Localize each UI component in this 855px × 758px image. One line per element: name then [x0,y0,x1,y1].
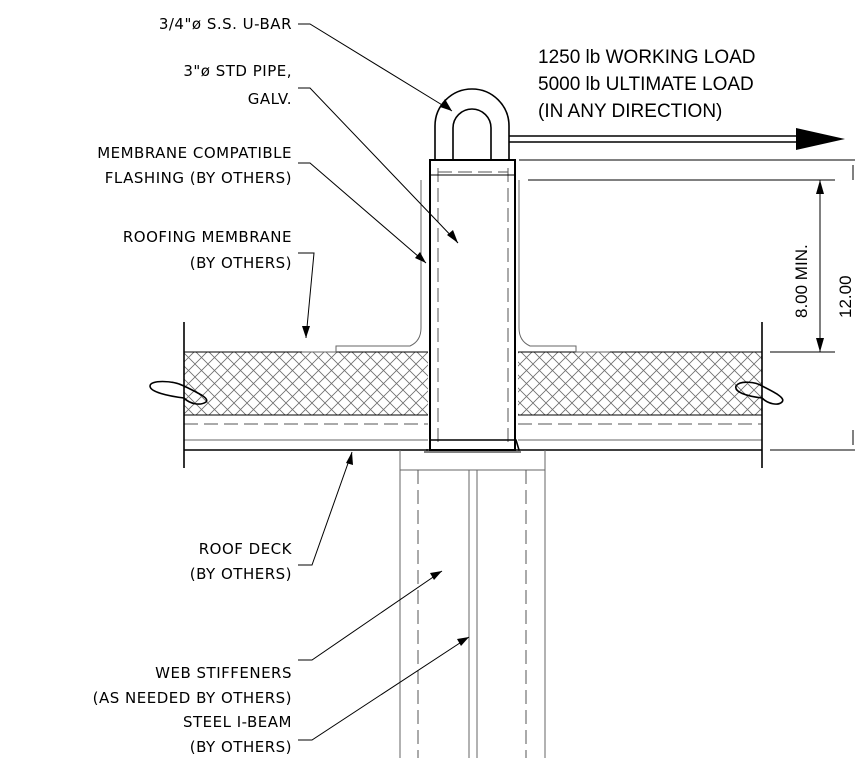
load-direction-text: (IN ANY DIRECTION) [538,101,722,122]
u-bar [434,88,510,160]
break-symbol-left [149,380,208,405]
working-load-text: 1250 lb WORKING LOAD [538,47,756,68]
dim-min-text: 8.00 MIN. [792,244,811,318]
pipe-label-line1: 3"ø STD PIPE, [183,62,292,80]
load-arrow [509,128,845,150]
stiffeners-label-line2: (AS NEEDED BY OTHERS) [93,689,292,707]
stiffeners-label-line1: WEB STIFFENERS [155,664,292,682]
std-pipe [424,159,521,453]
deck-label-line2: (BY OTHERS) [190,565,292,583]
deck-label-line1: ROOF DECK [199,540,293,558]
callout-labels: 3/4"ø S.S. U-BAR 3"ø STD PIPE, GALV. MEM… [93,15,293,756]
flashing-label-line2: FLASHING (BY OTHERS) [105,169,292,187]
steel-i-beam [399,450,546,758]
ubar-label: 3/4"ø S.S. U-BAR [159,15,292,33]
section-ends [149,322,784,468]
insulation-layer [184,351,762,416]
membrane-label-line2: (BY OTHERS) [190,254,292,272]
roof-deck [184,423,762,451]
flashing-boot [302,180,610,353]
dimension-lines [519,159,855,451]
flashing-label-line1: MEMBRANE COMPATIBLE [97,144,292,162]
beam-label-line2: (BY OTHERS) [190,738,292,756]
dim-total-text: 12.00 [836,275,855,318]
beam-label-line1: STEEL I-BEAM [183,713,292,731]
ultimate-load-text: 5000 lb ULTIMATE LOAD [538,74,754,95]
pipe-label-line2: GALV. [248,90,292,108]
leader-lines [298,23,470,741]
break-symbol-right [735,381,784,405]
membrane-label-line1: ROOFING MEMBRANE [123,228,292,246]
